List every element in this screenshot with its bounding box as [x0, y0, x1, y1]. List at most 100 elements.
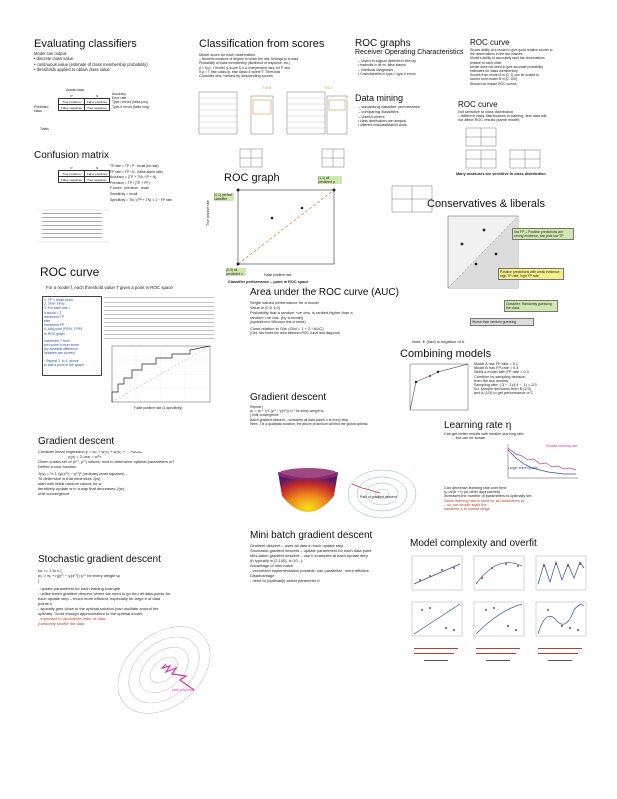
text-line: • Costs/benefits in type-I, type-II erro…	[358, 72, 416, 77]
text-line: relative to each other	[470, 60, 502, 65]
minibatch-title: Mini batch gradient descent	[250, 530, 373, 541]
text-line: • continuous value (estimate of class me…	[34, 61, 148, 67]
text-line: wⱼ := wⱼ + η Σ (y⁽ⁱ⁾ − yₗ(x⁽ⁱ⁾)) xⱼ⁽ⁱ⁾ f…	[250, 409, 324, 414]
sgd-title: Stochastic gradient descent	[38, 554, 161, 565]
text-line: FP rate = FP / N : (false alarm rate)	[110, 169, 163, 174]
text-line: Repeat {	[250, 405, 264, 409]
text-line: – comparing classifiers	[358, 109, 399, 114]
text-line: Mini-batch gradient descent – use b exam…	[250, 553, 368, 558]
text-line: Model score for each observation	[199, 53, 256, 57]
roc-steps-box: 1. TP = recall score 2. TP/P, FP/N 3. Fo…	[42, 296, 102, 376]
text-line: Stochastic gradient descent – update par…	[250, 548, 372, 553]
cons-note-worse: Worse than random guessing	[470, 318, 534, 327]
roc-graph-y-label: True positive rate	[206, 199, 210, 226]
text-line: (randomly shuffle the data	[38, 621, 85, 626]
cm-actual-label: Actual class	[66, 88, 85, 92]
text-line: - need to (optimally) select parameter b	[250, 578, 320, 583]
overfit-classification-plots	[411, 601, 587, 637]
text-line: • different misclassification costs	[358, 123, 407, 128]
text-line: – different class distributions in train…	[458, 114, 547, 119]
text-line: Consider obs. ranked by descending score…	[199, 74, 273, 79]
overfit-formula-notes	[414, 648, 582, 661]
text-line: Model can output	[34, 51, 67, 56]
text-line: – visualizing classifier performance	[358, 104, 421, 109]
text-line: Same learning rate is used for all param…	[444, 498, 525, 503]
text-line: Increment T from	[44, 338, 70, 343]
text-line: – Numeric measure of degree to which the…	[199, 57, 299, 62]
text-line: • thresholds applied to obtain class val…	[34, 67, 110, 73]
text-line: scores from model B in [0, 100]	[470, 77, 517, 82]
roc-point-all-n: (0,0) all predicted n	[226, 268, 246, 277]
text-line: between two scores)	[44, 351, 76, 356]
text-line: estimates for class membership	[470, 69, 518, 74]
text-line: TP rate = TP / P : recall (hit rate)	[110, 164, 159, 168]
sgd-text: for i = 1 to n { wⱼ := wⱼ + η(y⁽ⁱ⁾ − yₗ(…	[38, 568, 170, 626]
roc-step-plot	[111, 345, 211, 403]
text-line: to ROC graph	[44, 331, 65, 336]
conservatives-title: Conservatives & liberals	[427, 198, 545, 210]
text-line: not affect ROC results (same model)	[458, 118, 520, 123]
text-line: Close relation to Gini (Gini = 1 + 2 * A…	[250, 326, 324, 332]
text-line: - unlike batch gradient descent where we…	[38, 591, 171, 596]
data-mining-title: Data mining	[355, 93, 404, 103]
cm-predicted-label: Predicted class	[34, 105, 49, 114]
cm-n: N	[95, 93, 99, 98]
text-line: Can get better results with smaller lear…	[444, 432, 524, 436]
cm-fn: False negatives	[57, 176, 86, 183]
text-line: } until convergence	[250, 413, 279, 418]
gradient-descent-2-text: Repeat { wⱼ := wⱼ + η Σ (y⁽ⁱ⁾ − yₗ(x⁽ⁱ⁾)…	[250, 405, 368, 426]
text-line: (b typically in [2,100], b=10,..)	[250, 558, 303, 563]
gd-bowl-figure	[278, 468, 338, 512]
model-complexity-title: Model complexity and overfit	[410, 538, 537, 549]
text-line: yₗ(x) = Σᵢ wᵢxᵢ = wᵀx	[68, 454, 102, 459]
text-line: increment TP	[44, 314, 65, 319]
roc-curve-title: ROC curve	[40, 265, 100, 279]
text-line: Consider linear regression y = w₀ + w₁x₁…	[38, 449, 143, 454]
text-line: from the two models	[474, 378, 509, 383]
roc-graphs-title: ROC graphs	[355, 38, 411, 49]
text-line: yᵢ = f(xᵢ) : f model, yᵢ score & xᵢ & in…	[199, 65, 291, 70]
text-line: If yᵢ > T then class=p, else class=1 whe…	[199, 69, 281, 74]
text-line: Model B has FP-rate = 0.4	[474, 366, 519, 371]
cons-note-conservative: low FP – Positive predictions are strong…	[512, 228, 574, 241]
roc-curve-right2-title: ROC curve	[458, 100, 498, 109]
text-line: iteratively update w in a way that decre…	[38, 486, 125, 491]
combining-text: Model A has FP-rate = 0.1 Model B has FP…	[474, 362, 537, 396]
sgd-plot-label: path to optimal	[172, 688, 195, 692]
learning-rate-text: Can get better results with smaller lear…	[444, 432, 524, 440]
minibatch-text: Gradient descent – uses all data in each…	[250, 543, 371, 583]
roc-curve-right-text: Shows ability of a model to give good re…	[470, 48, 553, 86]
text-line: • discrete class value	[34, 56, 74, 62]
text-line: • tradeoffs in hit vs. false alarms	[358, 63, 406, 67]
roc-curve-right2-text: Not sensitive to class distribution – di…	[458, 110, 546, 123]
text-line: variables xⱼ to similar range	[444, 507, 490, 512]
text-line: 2. TP/P, FP/N	[44, 302, 65, 307]
roc-data-table	[104, 297, 214, 339]
text-line: – Useful where	[358, 114, 385, 119]
text-line: else	[44, 319, 51, 324]
text-line: So, sample decisions from B (2/3)	[474, 387, 531, 392]
text-line: points n	[38, 601, 53, 606]
confusion-rates: TP rate = TP / P : recall (hit rate) FP …	[110, 164, 172, 203]
scores-title: Classification from scores	[199, 38, 325, 50]
class-dist-matrices	[465, 127, 541, 169]
text-line: Type-II errors (false neg)	[112, 104, 150, 109]
text-line: each update step – much more efficient, …	[38, 596, 161, 601]
text-line: Here, J is a quadratic function, the abo…	[250, 421, 369, 426]
text-line: – Used in signal detection theory	[358, 58, 417, 63]
cm-totals-label: Totals	[40, 127, 49, 131]
lr-large-label: Larger learning rate	[508, 466, 538, 470]
text-line: start with initial random values for w	[38, 481, 102, 486]
cm-tn: True negatives	[84, 176, 110, 183]
roc-graph-plot	[236, 188, 336, 266]
text-line: – Medical diagnosis	[358, 67, 394, 73]
text-line: 1. TP = recall score	[44, 298, 74, 302]
text-line: Sampling rate: (.3 − .1)/(.4 − .1) = 2/3	[474, 383, 537, 388]
roc-graphs-subtitle: Receiver Operating Characteristics	[355, 49, 464, 56]
text-line: and A (1/3) to get performance of C	[474, 391, 534, 396]
overfit-regression-plots	[411, 555, 587, 591]
cons-footer: Note: E (bad) is negation of A	[412, 339, 465, 344]
auc-title: Area under the ROC curve (AUC)	[250, 287, 399, 298]
text-line: the observations in the two classes	[470, 52, 523, 57]
text-line: • class distributions are unequal	[358, 119, 406, 123]
